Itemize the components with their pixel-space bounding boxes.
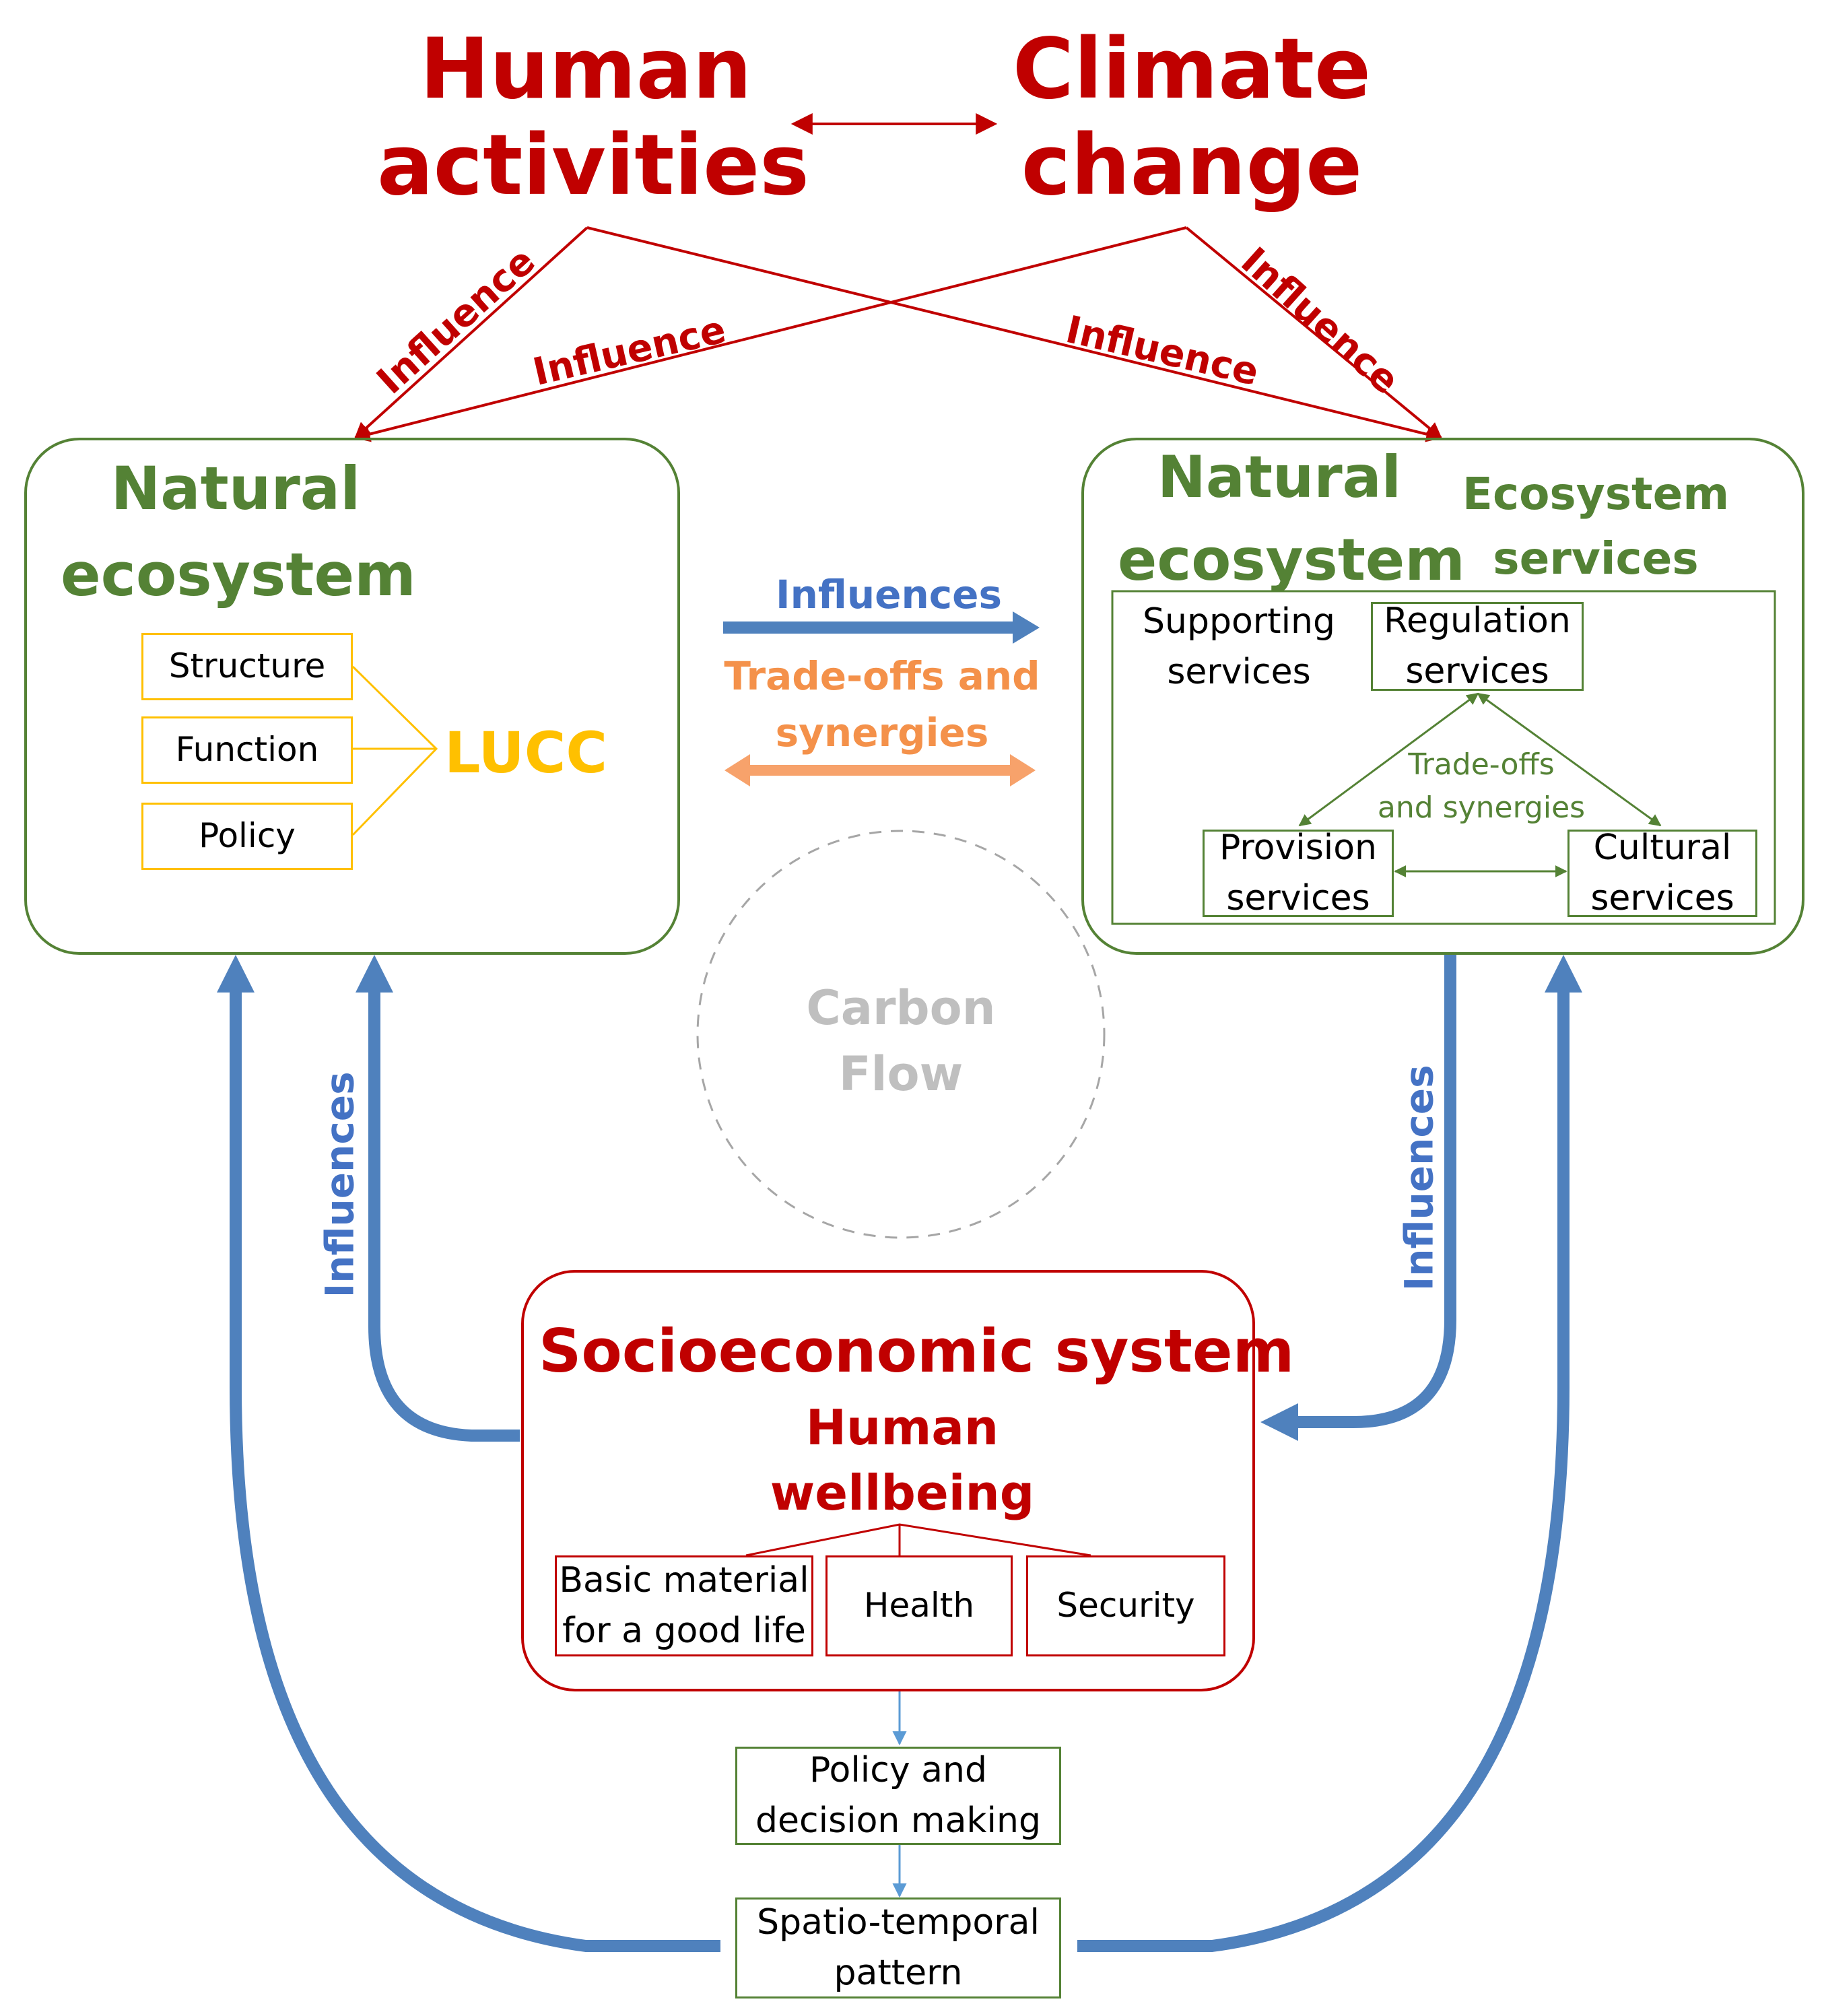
security-box: Security <box>1026 1555 1225 1656</box>
health-box: Health <box>825 1555 1013 1656</box>
influence-line-climate-to-left <box>353 226 1187 442</box>
left-inner-influence-arrow <box>356 955 520 1442</box>
climate-change-line1: Climate <box>1012 21 1372 118</box>
regulation-to-cultural-arrow <box>1477 692 1662 827</box>
influence-line-human-to-right <box>586 226 1443 442</box>
carbon-flow-line2: Flow <box>838 1046 964 1102</box>
climate-change-line2: change <box>1021 116 1363 214</box>
tradeoffs-middle-line1: Trade-offs and <box>724 653 1040 699</box>
right-inner-influence-arrow <box>1260 955 1456 1441</box>
ecosystem-services-line1: Ecosystem <box>1462 468 1730 520</box>
left-ecosystem-line2: ecosystem <box>61 539 416 609</box>
cultural-services-box: Cultural services <box>1567 828 1757 918</box>
policy-box: Policy <box>141 803 353 870</box>
policy-decision-box: Policy and decision making <box>735 1747 1061 1845</box>
climate-change-title: Climate change <box>990 22 1394 213</box>
left-outer-loop-arrow <box>217 955 720 1952</box>
socioeconomic-system-box <box>521 1270 1255 1691</box>
inner-tradeoffs-line1: Trade-offs <box>1408 747 1555 782</box>
ecosystem-services-title: Ecosystem services <box>1454 462 1737 591</box>
wellbeing-connector <box>745 1523 1091 1557</box>
left-ecosystem-line1: Natural <box>110 454 361 523</box>
influence-line-human-to-left <box>354 226 588 439</box>
human-activities-line1: Human <box>419 21 752 118</box>
function-box: Function <box>141 716 353 784</box>
inner-tradeoffs-line2: and synergies <box>1377 790 1586 825</box>
influences-arrow <box>723 611 1040 644</box>
tradeoffs-double-arrow <box>724 754 1036 786</box>
supporting-services-line1: Supporting <box>1143 601 1335 642</box>
human-wellbeing-line2: wellbeing <box>770 1465 1035 1522</box>
left-influences-label: Influences <box>316 1071 363 1298</box>
carbon-flow-line1: Carbon <box>806 980 996 1036</box>
human-wellbeing-line1: Human <box>805 1399 999 1456</box>
cultural-services-line1: Cultural <box>1593 827 1732 868</box>
policy-decision-line1: Policy and <box>809 1749 987 1790</box>
human-activities-title: Human activities <box>377 21 809 214</box>
lucc-connector <box>351 665 438 836</box>
right-ecosystem-line1: Natural <box>1157 444 1402 511</box>
basic-material-line2: for a good life <box>562 1611 806 1651</box>
ecosystem-services-line2: services <box>1493 532 1699 584</box>
regulation-services-line2: services <box>1405 651 1549 692</box>
provision-services-line2: services <box>1226 878 1370 918</box>
basic-material-line1: Basic material <box>559 1559 809 1601</box>
socioeconomic-system-title: Socioeconomic system <box>539 1316 1295 1386</box>
regulation-to-provision-arrow <box>1298 692 1479 827</box>
right-ecosystem-box <box>1081 438 1804 955</box>
inner-tradeoffs-label: Trade-offs and synergies <box>1367 743 1596 830</box>
influences-middle-label: Influences <box>775 572 1003 617</box>
carbon-flow-label: Carbon Flow <box>766 975 1036 1107</box>
regulation-services-line1: Regulation <box>1384 600 1571 641</box>
left-ecosystem-title: Natural ecosystem <box>61 446 416 617</box>
carbon-flow-circle <box>696 830 1106 1239</box>
regulation-services-box: Regulation services <box>1371 601 1584 692</box>
spatio-temporal-line2: pattern <box>834 1953 963 1993</box>
right-ecosystem-line2: ecosystem <box>1118 526 1465 594</box>
influence-line-climate-to-right <box>1185 226 1442 439</box>
human-activities-line2: activities <box>377 116 809 214</box>
lucc-label: LUCC <box>444 720 608 786</box>
right-ecosystem-title: Natural ecosystem <box>1118 436 1465 602</box>
provision-services-line1: Provision <box>1219 827 1378 868</box>
human-wellbeing-title: Human wellbeing <box>734 1395 1071 1526</box>
cultural-services-line2: services <box>1590 878 1734 918</box>
tradeoffs-middle-line2: synergies <box>775 710 989 756</box>
basic-material-box: Basic material for a good life <box>555 1555 813 1656</box>
spatio-temporal-box: Spatio-temporal pattern <box>735 1897 1061 1998</box>
supporting-services-line2: services <box>1167 652 1311 693</box>
right-influences-label: Influences <box>1396 1065 1442 1291</box>
supporting-services-label: Supporting services <box>1131 597 1347 698</box>
spatio-temporal-line1: Spatio-temporal <box>757 1902 1040 1943</box>
policy-decision-line2: decision making <box>755 1801 1041 1841</box>
structure-box: Structure <box>141 633 353 700</box>
tradeoffs-middle-label: Trade-offs and synergies <box>707 648 1057 761</box>
left-ecosystem-box <box>24 438 680 955</box>
right-outer-loop-arrow <box>1077 955 1582 1952</box>
provision-services-box: Provision services <box>1203 828 1394 918</box>
ecosystem-services-panel <box>1111 590 1776 925</box>
